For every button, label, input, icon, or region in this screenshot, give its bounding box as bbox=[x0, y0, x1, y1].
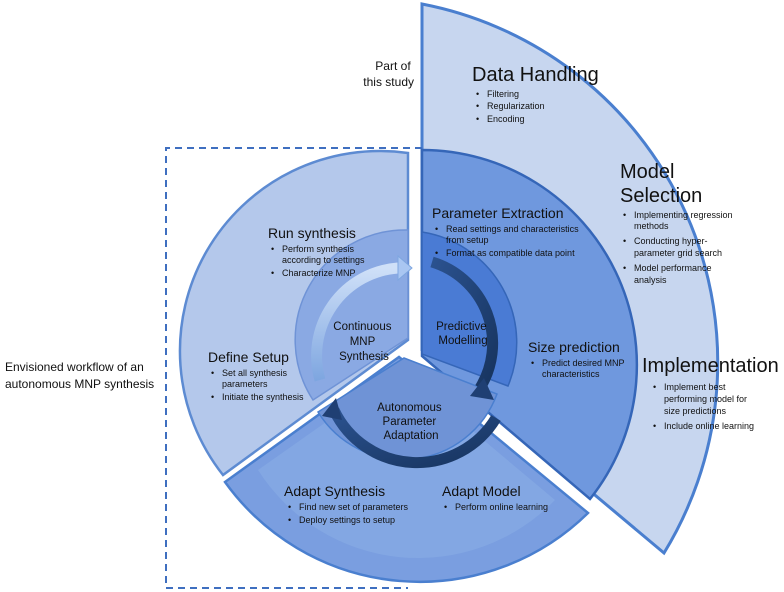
adapt-model-list: • Perform online learning bbox=[444, 502, 548, 512]
svg-text:•: • bbox=[271, 268, 274, 278]
adapt-synthesis-title: Adapt Synthesis bbox=[284, 483, 385, 499]
run-synthesis-title: Run synthesis bbox=[268, 225, 356, 241]
implementation-title: Implementation bbox=[642, 355, 779, 377]
svg-text:•: • bbox=[435, 224, 438, 234]
autonomous-arrowhead bbox=[322, 398, 342, 420]
svg-text:•: • bbox=[623, 263, 626, 273]
autonomous-cycle-arrow bbox=[329, 407, 501, 469]
svg-text:•: • bbox=[653, 382, 656, 392]
svg-text:•: • bbox=[211, 392, 214, 402]
size-prediction-title: Size prediction bbox=[528, 339, 620, 355]
svg-text:•: • bbox=[288, 502, 291, 512]
list-item: Filtering bbox=[487, 89, 519, 99]
run-define-sector bbox=[178, 149, 410, 477]
adapt-model-title: Adapt Model bbox=[442, 483, 521, 499]
parameter-extraction-title: Parameter Extraction bbox=[432, 205, 564, 221]
list-item: Encoding bbox=[487, 114, 525, 124]
autonomous-parameter-adaptation-label: Autonomous Parameter Adaptation bbox=[377, 402, 445, 442]
list-item: Find new set of parameters bbox=[299, 502, 409, 512]
part-of-study-label: Part of this study bbox=[363, 59, 414, 89]
data-handling-title: Data Handling bbox=[472, 64, 599, 86]
svg-text:•: • bbox=[623, 210, 626, 220]
list-item: Perform online learning bbox=[455, 502, 548, 512]
svg-text:•: • bbox=[623, 236, 626, 246]
svg-text:•: • bbox=[531, 358, 534, 368]
extraction-prediction-sector bbox=[420, 148, 639, 501]
continuous-mnp-synthesis-label: Continuous MNP Synthesis bbox=[333, 321, 394, 363]
data-handling-list: • Filtering • Regularization • Encoding bbox=[476, 89, 545, 124]
svg-text:•: • bbox=[476, 114, 479, 124]
continuous-cycle-arrow bbox=[311, 262, 399, 382]
svg-text:•: • bbox=[288, 515, 291, 525]
svg-text:•: • bbox=[211, 368, 214, 378]
svg-text:•: • bbox=[444, 502, 447, 512]
define-setup-title: Define Setup bbox=[208, 349, 289, 365]
adapt-synthesis-list: • Find new set of parameters • Deploy se… bbox=[288, 502, 409, 525]
svg-text:•: • bbox=[653, 421, 656, 431]
predictive-modelling-label: Predictive Modelling bbox=[436, 321, 490, 347]
list-item: Regularization bbox=[487, 101, 545, 111]
svg-text:•: • bbox=[435, 248, 438, 258]
predictive-cycle-arrow bbox=[430, 256, 499, 391]
model-selection-title: Model Selection bbox=[620, 161, 702, 207]
list-item: Characterize MNP bbox=[282, 268, 356, 278]
envisioned-bracket bbox=[165, 147, 422, 589]
envisioned-workflow-label: Envisioned workflow of an autonomous MNP… bbox=[5, 360, 154, 391]
svg-text:•: • bbox=[476, 101, 479, 111]
svg-text:•: • bbox=[271, 244, 274, 254]
list-item: Format as compatible data point bbox=[446, 248, 575, 258]
svg-text:•: • bbox=[476, 89, 479, 99]
list-item: Conducting hyper-parameter grid search bbox=[634, 236, 722, 258]
list-item: Initiate the synthesis bbox=[222, 392, 304, 402]
continuous-arrowhead bbox=[397, 254, 413, 282]
list-item: Deploy settings to setup bbox=[299, 515, 395, 525]
list-item: Include online learning bbox=[664, 421, 754, 431]
predictive-arrowhead bbox=[470, 378, 494, 400]
